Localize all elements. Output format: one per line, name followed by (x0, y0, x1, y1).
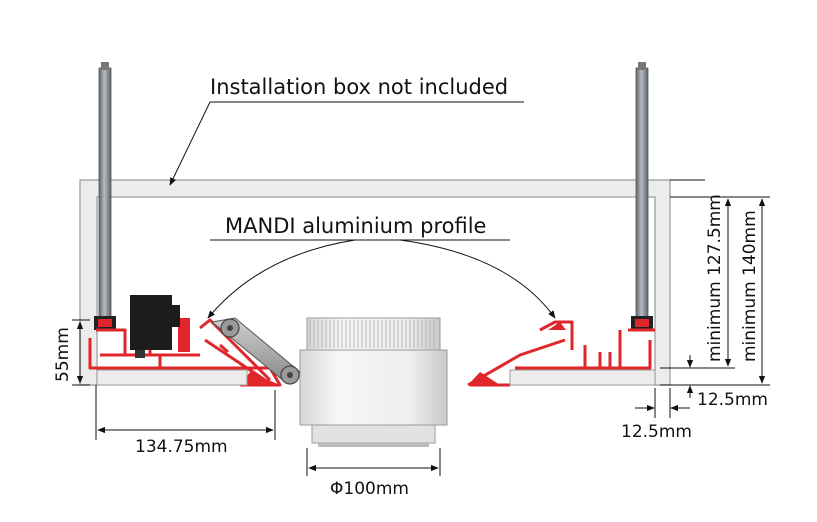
ceiling-panel-right (509, 369, 656, 386)
dimension-12-5-horizontal (635, 388, 690, 418)
dimension-diameter (306, 448, 441, 476)
installation-box-leader (169, 101, 524, 186)
dimension-134mm (95, 385, 276, 440)
ceiling-panel-left (96, 369, 248, 386)
lamp-body (299, 317, 448, 447)
threaded-rod-left (98, 62, 112, 324)
dimension-55mm (72, 319, 90, 386)
aluminium-profile-right (467, 320, 655, 387)
driver-box (130, 295, 180, 358)
dim-55mm-label: 55mm (53, 327, 73, 382)
articulated-arm (210, 317, 301, 385)
dim-offset-v-label: 12.5mm (697, 390, 768, 410)
rod-nut-right (631, 316, 653, 330)
installation-box-label: Installation box not included (210, 75, 508, 99)
dim-diameter-label: Φ100mm (330, 479, 409, 499)
dimension-minimum (660, 179, 770, 398)
dim-134mm-label: 134.75mm (135, 437, 228, 457)
dim-offset-h-label: 12.5mm (621, 422, 692, 442)
dim-min-127-label: minimum 127.5mm (705, 194, 725, 362)
rod-nut-left (94, 316, 116, 330)
threaded-rod-right (635, 62, 649, 324)
dim-min-140-label: minimum 140mm (740, 210, 760, 362)
profile-label: MANDI aluminium profile (225, 214, 486, 238)
profile-leaders (207, 239, 556, 319)
